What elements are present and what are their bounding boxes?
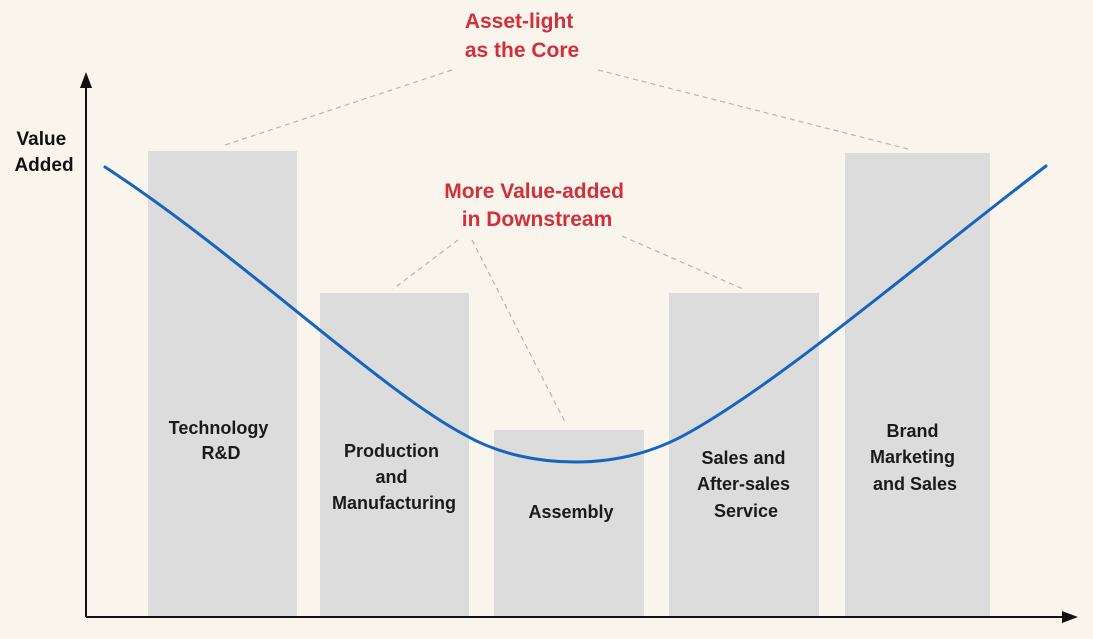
y-axis-label-line: Added — [14, 155, 73, 176]
bar-technology-rd — [148, 151, 297, 617]
leader-middle-center — [471, 239, 567, 425]
value-added-smile-curve — [103, 164, 1048, 464]
annotation-line: Asset-light — [465, 10, 574, 33]
label-line: R&D — [202, 443, 241, 463]
label-line: and — [375, 467, 407, 487]
leader-top-right — [597, 69, 913, 151]
bar-production-manufacturing — [320, 293, 469, 617]
axes — [80, 72, 1078, 623]
leader-lines — [221, 69, 913, 425]
label-line: Brand — [886, 421, 938, 441]
stage-bars — [148, 151, 990, 617]
label-assembly: Assembly — [528, 502, 613, 522]
label-line: Technology — [169, 418, 269, 438]
bar-brand-marketing-sales — [845, 153, 990, 617]
y-axis-label: Value Added — [14, 129, 73, 176]
y-axis-arrow-icon — [80, 72, 92, 88]
label-sales-after-sales-service: Sales and After-sales Service — [697, 448, 795, 521]
annotation-line: More Value-added — [444, 180, 624, 203]
label-technology-rd: Technology R&D — [169, 418, 274, 463]
label-line: Sales and — [701, 448, 785, 468]
label-line: and Sales — [873, 474, 957, 494]
annotation-line: as the Core — [465, 39, 579, 62]
annotation-downstream-value: More Value-added in Downstream — [444, 180, 630, 231]
annotation-asset-light: Asset-light as the Core — [465, 10, 579, 62]
annotation-line: in Downstream — [462, 208, 613, 231]
bar-sales-after-sales-service — [669, 293, 819, 617]
label-line: Service — [714, 501, 778, 521]
leader-top-left — [221, 69, 453, 147]
label-brand-marketing-sales: Brand Marketing and Sales — [870, 421, 960, 494]
label-production-manufacturing: Production and Manufacturing — [332, 441, 456, 513]
label-line: Production — [344, 441, 439, 461]
label-line: Assembly — [528, 502, 613, 522]
label-line: After-sales — [697, 474, 790, 494]
y-axis-label-line: Value — [17, 129, 67, 150]
x-axis-arrow-icon — [1062, 611, 1078, 623]
label-line: Manufacturing — [332, 493, 456, 513]
label-line: Marketing — [870, 447, 955, 467]
leader-middle-right — [621, 235, 744, 290]
leader-middle-left — [392, 239, 459, 290]
